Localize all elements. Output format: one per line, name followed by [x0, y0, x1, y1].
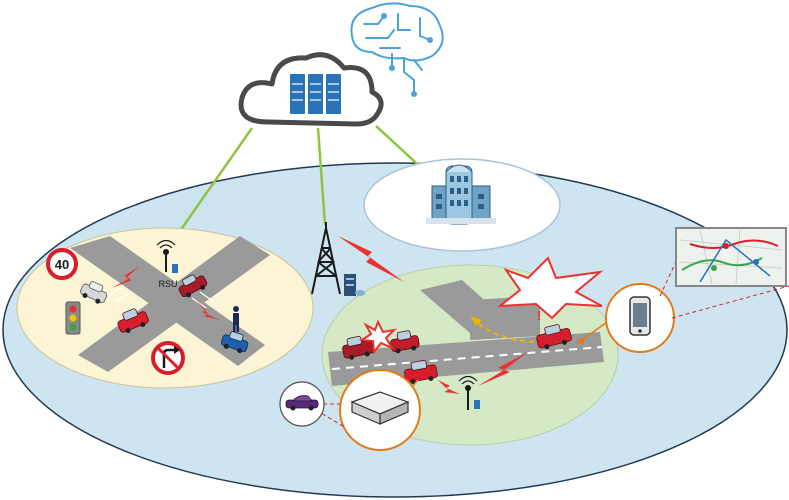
bolt-highway-rsu — [478, 352, 528, 386]
uplink-line-tower — [316, 127, 327, 226]
intersection-roads — [70, 236, 270, 372]
car-highway-lower — [404, 360, 438, 385]
pedestrian-icon — [233, 306, 239, 332]
cell-tower-icon — [311, 222, 341, 295]
warning-path-arrow — [475, 321, 535, 343]
smartphone-icon — [629, 296, 651, 336]
car-crash-right — [390, 330, 420, 354]
speed-limit-sign-icon — [46, 248, 78, 280]
bolt-car-car — [196, 300, 220, 320]
phone-zoom — [575, 235, 789, 353]
rsu-antenna-icon — [156, 239, 178, 273]
server-rack-icon — [344, 274, 365, 296]
bolt-rsu-car — [112, 266, 140, 288]
car-purple — [285, 395, 319, 411]
wireless-bolts — [112, 236, 528, 394]
speed-limit-value: 40 — [55, 257, 69, 272]
collision-burst-icon — [359, 319, 397, 355]
traffic-light-icon — [65, 301, 81, 335]
bolt-tower-highway — [338, 236, 404, 282]
obu-zoom — [279, 369, 421, 451]
rsu-antenna-highway-icon — [458, 375, 480, 410]
highway-center-line — [331, 346, 603, 370]
car-red-maroon — [178, 274, 208, 298]
bolt-car-rsu — [438, 380, 460, 394]
cloud-server-icon — [238, 52, 384, 127]
car-silver — [80, 281, 108, 304]
alert-mark: ! — [537, 308, 541, 323]
uplink-line-rsu — [166, 127, 254, 249]
warning-star-icon — [496, 256, 604, 320]
map-navigation-icon — [675, 227, 787, 287]
car-alert — [536, 324, 572, 350]
car-red — [117, 308, 149, 334]
data-center-building-icon — [426, 164, 496, 225]
obu-device-icon — [350, 391, 410, 425]
warning-path-arrowhead — [470, 316, 482, 326]
rsu-label: RSU — [158, 279, 177, 289]
no-right-turn-sign-icon — [151, 341, 185, 375]
ai-brain-icon — [350, 2, 444, 97]
car-blue — [220, 331, 249, 354]
